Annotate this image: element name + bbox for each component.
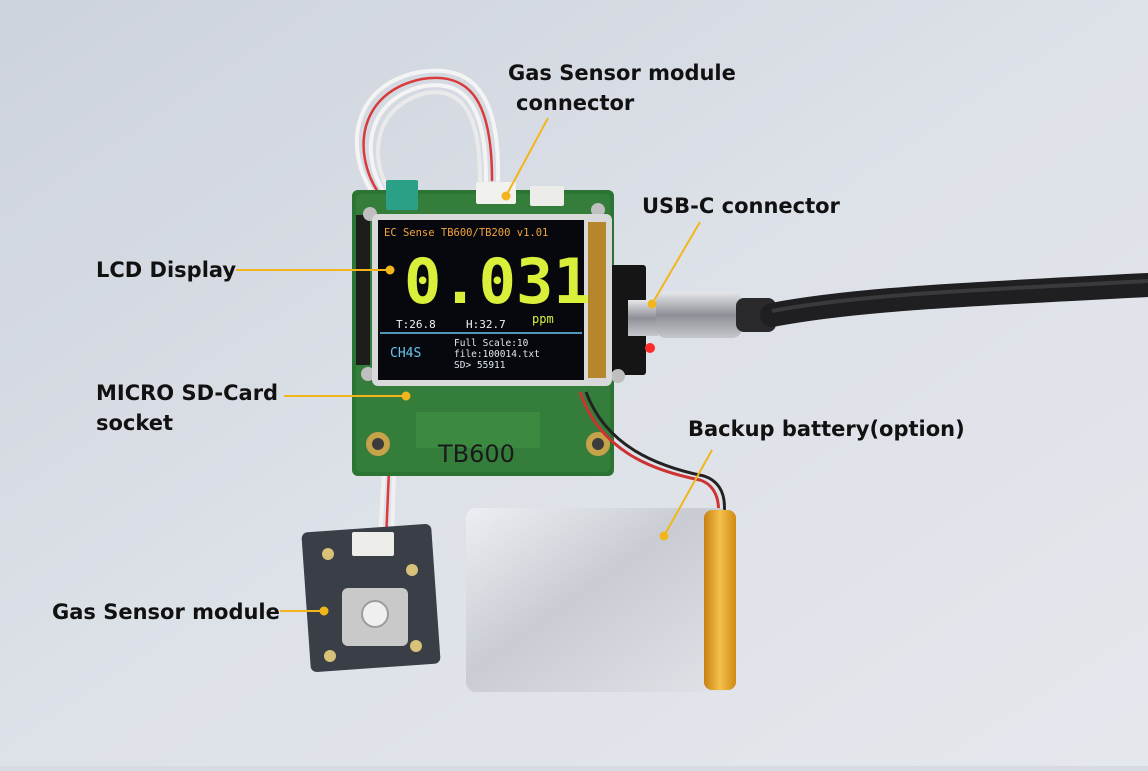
- lcd-reading: 0.031: [404, 245, 591, 318]
- lcd-humidity: H:32.7: [466, 318, 506, 331]
- green-component: [386, 180, 418, 210]
- lcd-sd: SD> 55911: [454, 360, 506, 371]
- micro-sd-label-line1: MICRO SD-Card: [96, 381, 279, 405]
- lcd-file: file:100014.txt: [454, 349, 540, 360]
- gas-sensor-connector-socket: [476, 182, 516, 204]
- backup-battery: [466, 508, 736, 692]
- usb-c-label: USB-C connector: [642, 194, 840, 218]
- lcd-temperature: T:26.8: [396, 318, 436, 331]
- usb-c-cable: [656, 273, 1148, 338]
- lcd-header: EC Sense TB600/TB200 v1.01: [384, 227, 548, 239]
- lcd-display: EC Sense TB600/TB200 v1.01 0.031 ppm T:2…: [372, 214, 612, 386]
- gas-sensor-connector-label-line2: connector: [516, 91, 635, 115]
- gas-sensor-module-label: Gas Sensor module: [52, 600, 280, 624]
- gas-sensor-connector-label: Gas Sensor module connector: [508, 58, 736, 118]
- lcd-full-scale: Full Scale:10: [454, 338, 529, 349]
- backup-battery-label: Backup battery(option): [688, 417, 965, 441]
- callout-lines: [236, 117, 713, 616]
- battery-wires: [578, 391, 726, 516]
- micro-sd-label-line2: socket: [96, 411, 174, 435]
- pin-header: [356, 215, 370, 365]
- lcd-display-label: LCD Display: [96, 258, 237, 282]
- lcd-unit: ppm: [532, 312, 554, 326]
- gas-sensor-connector-label-line1: Gas Sensor module: [508, 61, 736, 85]
- lcd-gas: CH4S: [390, 346, 421, 361]
- power-led: [645, 343, 655, 353]
- ribbon-cable-loop: [354, 68, 501, 194]
- micro-sd-label: MICRO SD-Card socket: [96, 378, 278, 438]
- pcb-marking: TB600: [437, 440, 515, 468]
- gas-sensor-module-board: [301, 524, 441, 672]
